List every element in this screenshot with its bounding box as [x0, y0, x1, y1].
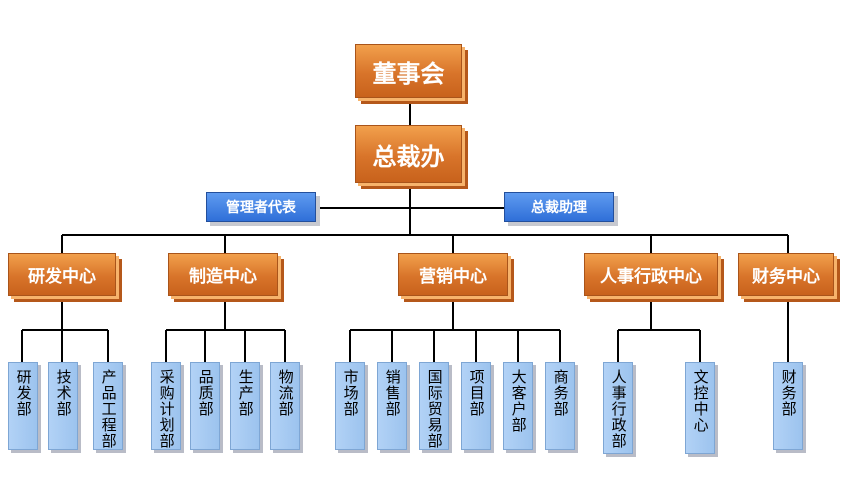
dept-mfg-2: 品质部	[190, 362, 220, 450]
dept-hr-1: 人事行政部	[603, 362, 633, 454]
dept-mfg-3: 生产部	[230, 362, 260, 450]
dept-label: 财务部	[779, 369, 798, 417]
dept-label: 物流部	[276, 369, 295, 417]
dept-rd-2: 技术部	[48, 362, 78, 450]
node-president-assistant: 总裁助理	[504, 192, 614, 222]
dept-mfg-4: 物流部	[270, 362, 300, 450]
dept-mkt-1: 市场部	[335, 362, 365, 450]
dept-hr-2: 文控中心	[685, 362, 715, 454]
dept-label: 销售部	[383, 369, 402, 417]
node-marketing-center: 营销中心	[398, 253, 508, 296]
dept-label: 人事行政部	[609, 369, 628, 449]
dept-label: 采购计划部	[157, 369, 176, 449]
dept-label: 产品工程部	[99, 369, 118, 449]
dept-label: 研发部	[14, 369, 33, 417]
dept-mkt-2: 销售部	[377, 362, 407, 450]
dept-label: 技术部	[54, 369, 73, 417]
dept-label: 生产部	[236, 369, 255, 417]
node-hr-admin-center: 人事行政中心	[584, 253, 718, 296]
dept-label: 项目部	[467, 369, 486, 417]
dept-fin-1: 财务部	[773, 362, 803, 450]
node-rd-center: 研发中心	[8, 253, 116, 296]
dept-label: 文控中心	[691, 369, 710, 433]
node-manufacturing-center: 制造中心	[168, 253, 278, 296]
node-president-office: 总裁办	[355, 125, 462, 183]
dept-label: 大客户部	[509, 369, 528, 433]
dept-mfg-1: 采购计划部	[151, 362, 181, 450]
dept-rd-3: 产品工程部	[93, 362, 123, 450]
node-board: 董事会	[355, 44, 462, 98]
dept-label: 国际贸易部	[425, 369, 444, 449]
dept-mkt-5: 大客户部	[503, 362, 533, 450]
dept-label: 市场部	[341, 369, 360, 417]
dept-rd-1: 研发部	[8, 362, 38, 450]
node-management-representative: 管理者代表	[206, 192, 316, 222]
dept-mkt-4: 项目部	[461, 362, 491, 450]
dept-label: 品质部	[196, 369, 215, 417]
dept-mkt-6: 商务部	[545, 362, 575, 450]
dept-mkt-3: 国际贸易部	[419, 362, 449, 450]
node-finance-center: 财务中心	[738, 253, 834, 296]
dept-label: 商务部	[551, 369, 570, 417]
